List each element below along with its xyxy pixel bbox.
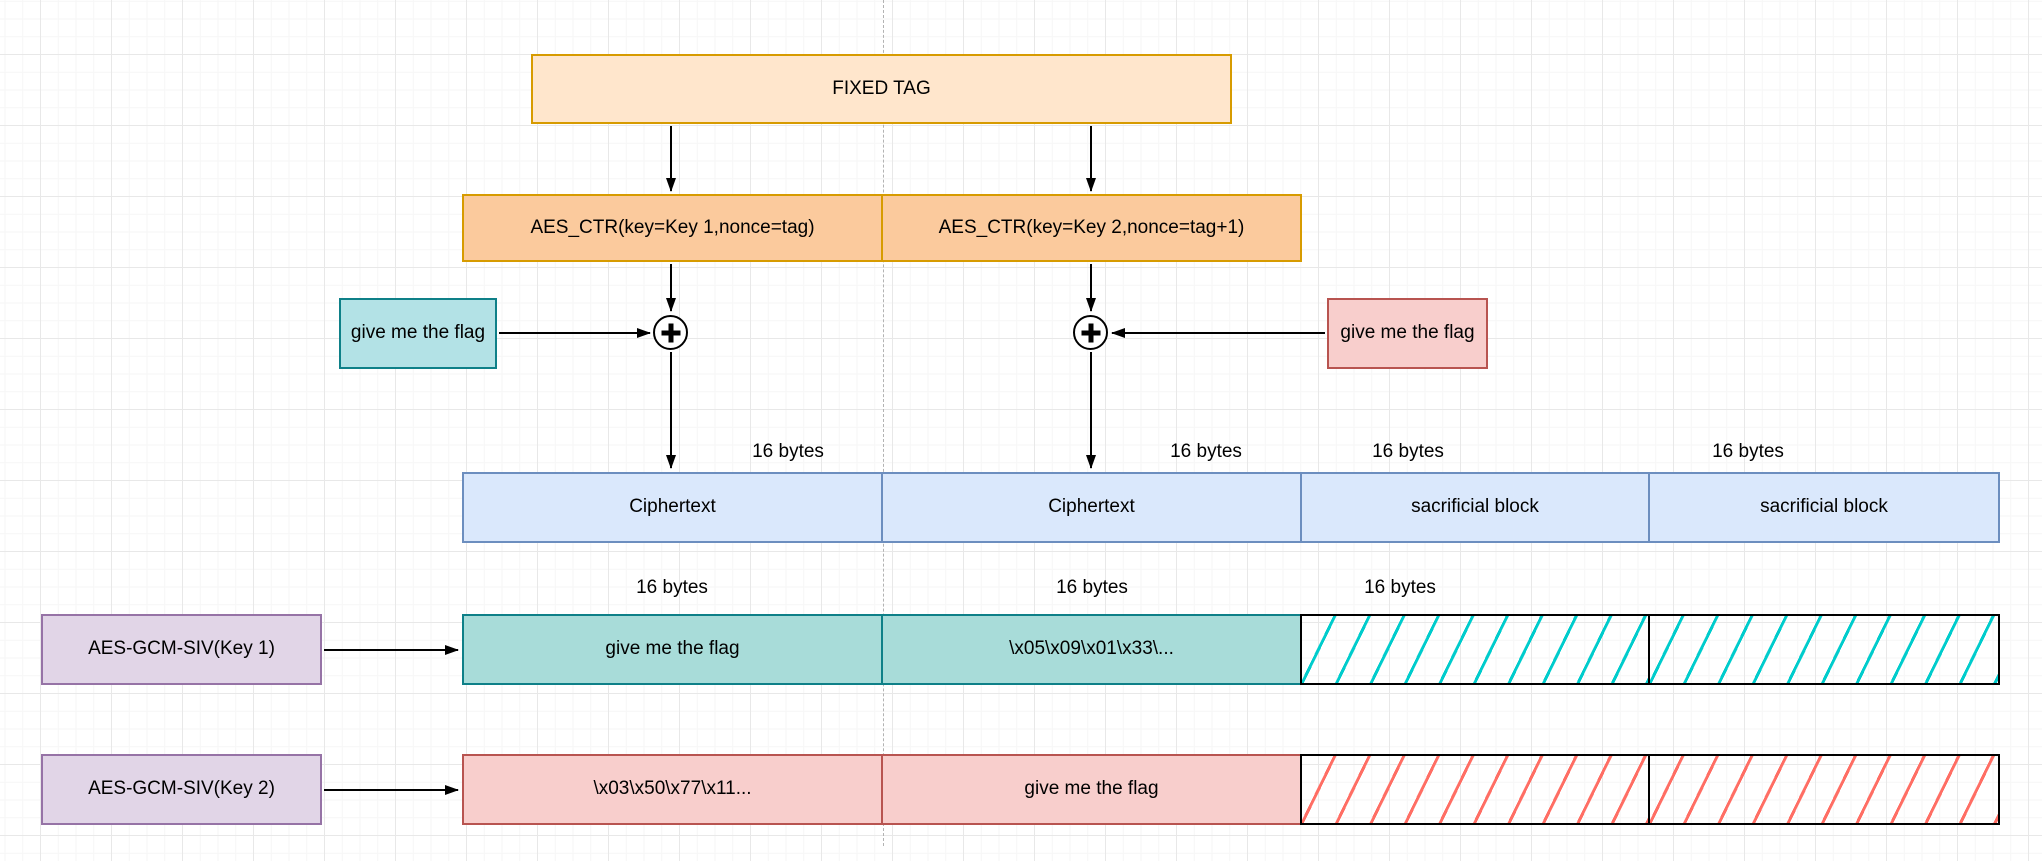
fixed-tag-box: FIXED TAG [531,54,1232,124]
key2-hatched-block-2 [1648,754,2000,825]
xor-circle-left [653,315,688,350]
xor-circle-right [1073,315,1108,350]
size-label: 16 bytes [1056,577,1128,598]
aes-ctr-key1-box: AES_CTR(key=Key 1,nonce=tag) [462,194,883,262]
page-boundary-dashed-line [883,0,884,846]
aes-gcm-siv-key2-box: AES-GCM-SIV(Key 2) [41,754,322,825]
key2-hatched-block-1 [1300,754,1650,825]
sacrificial-block-1: sacrificial block [1300,472,1650,543]
sacrificial-block-2: sacrificial block [1648,472,2000,543]
key2-plaintext-block: give me the flag [881,754,1302,825]
size-label: 16 bytes [1170,441,1242,462]
ciphertext-block-1: Ciphertext [462,472,883,543]
size-label: 16 bytes [1364,577,1436,598]
size-label: 16 bytes [1372,441,1444,462]
plaintext-left-box: give me the flag [339,298,497,369]
key2-garbage-block: \x03\x50\x77\x11... [462,754,883,825]
ciphertext-block-2: Ciphertext [881,472,1302,543]
size-label: 16 bytes [636,577,708,598]
plaintext-right-box: give me the flag [1327,298,1488,369]
aes-ctr-key2-box: AES_CTR(key=Key 2,nonce=tag+1) [881,194,1302,262]
size-label: 16 bytes [752,441,824,462]
xor-plus-icon [661,323,680,342]
key1-hatched-block-2 [1648,614,2000,685]
key1-plaintext-block: give me the flag [462,614,883,685]
aes-gcm-siv-key1-box: AES-GCM-SIV(Key 1) [41,614,322,685]
size-label: 16 bytes [1712,441,1784,462]
key1-garbage-block: \x05\x09\x01\x33\... [881,614,1302,685]
key1-hatched-block-1 [1300,614,1650,685]
xor-plus-icon [1081,323,1100,342]
